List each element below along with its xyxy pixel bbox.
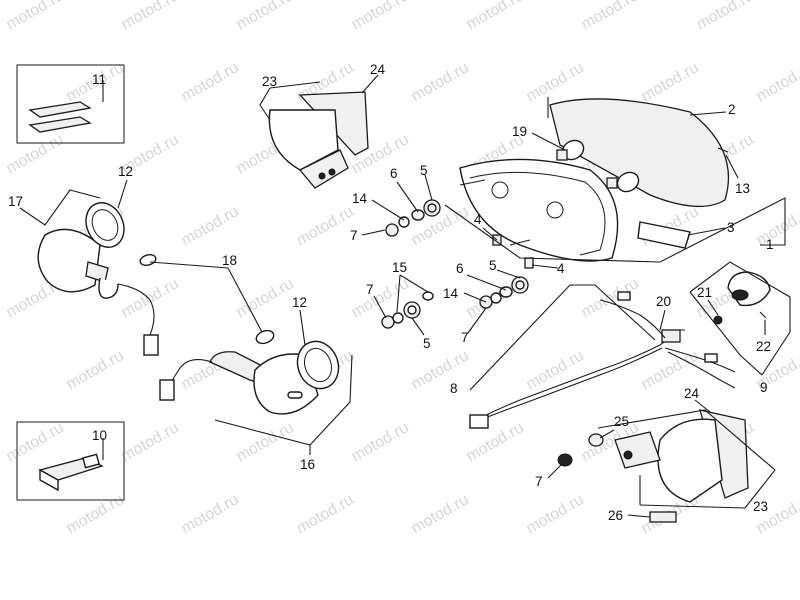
callout-9: 9 [760,380,768,395]
wiring-harness [469,291,736,429]
callout-numbers: 11 10 17 12 18 12 16 23 24 14 6 5 7 15 7… [8,62,774,523]
callout-12-lower: 12 [292,295,307,310]
indicator-rear-bottom [557,409,749,523]
callout-5-upper: 5 [420,163,428,178]
callout-18: 18 [222,253,237,268]
callout-17: 17 [8,194,23,209]
watermark-text: motod.ru [694,0,757,33]
fasteners-upper [385,199,441,237]
callout-13: 13 [735,181,750,196]
callout-20: 20 [656,294,671,309]
watermark-text: motod.ru [4,419,67,465]
callout-23-bottom: 23 [753,499,768,514]
callout-26: 26 [608,508,623,523]
fasteners-middle [381,291,434,329]
callout-11: 11 [92,72,106,87]
kit-box-10 [16,421,125,501]
callout-7-middle: 7 [366,282,374,297]
callout-5-middle: 5 [423,336,431,351]
callout-10: 10 [92,428,107,443]
watermark-text: motod.ru [234,419,297,465]
kit-box-11 [16,64,125,144]
callout-14-upper: 14 [352,191,368,206]
callout-25: 25 [614,414,629,429]
watermark-text: motod.ru [579,0,642,33]
watermark-text: motod.ru [179,491,242,537]
watermark-text: motod.ru [524,59,587,105]
watermark-text: motod.ru [4,0,67,33]
watermark-text: motod.ru [524,491,587,537]
callout-24-bottom: 24 [684,386,700,401]
watermark-text: motod.ru [119,0,182,33]
tail-light-assembly [459,98,729,269]
watermark-text: motod.ru [179,59,242,105]
watermark-text: motod.ru [234,275,297,321]
callout-19: 19 [512,124,527,139]
callout-2: 2 [728,102,736,117]
watermark-text: motod.ru [349,419,412,465]
leader-lines [19,74,791,518]
callout-14-right: 14 [443,286,459,301]
callout-15: 15 [392,260,407,275]
indicator-front-right [159,340,340,415]
watermark-text: motod.ru [349,0,412,33]
license-light [713,271,771,325]
callout-7-upper: 7 [350,228,358,243]
callout-6-upper: 6 [390,166,398,181]
watermark-text: motod.ru [409,491,472,537]
indicator-front-left [37,202,159,356]
callout-1: 1 [766,237,774,252]
watermark-text: motod.ru [4,131,67,177]
watermark-text: motod.ru [294,491,357,537]
watermark-text: motod.ru [409,59,472,105]
watermark-text: motod.ru [119,419,182,465]
watermark-text: motod.ru [294,203,357,249]
callout-7-right: 7 [461,330,469,345]
callout-8: 8 [450,381,458,396]
watermark-text: motod.ru [464,0,527,33]
watermark-text: motod.ru [639,59,702,105]
watermark-text: motod.ru [234,0,297,33]
bulb-18 [255,329,275,345]
callout-5-right: 5 [489,258,497,273]
callout-16: 16 [300,457,315,472]
callout-6-right: 6 [456,261,464,276]
watermark-text: motod.ru [64,491,127,537]
watermark-text: motod.ru [409,347,472,393]
callout-23-top: 23 [262,74,277,89]
callout-4-left: 4 [474,212,482,227]
indicator-rear-top [268,91,369,189]
callout-21: 21 [697,285,712,300]
callout-24-top: 24 [370,62,386,77]
callout-3: 3 [727,220,735,235]
watermark-text: motod.ru [179,203,242,249]
callout-22: 22 [756,339,771,354]
watermark-text: motod.ru [754,59,800,105]
watermark-text: motod.ru [64,347,127,393]
callout-4-right: 4 [557,261,565,276]
callout-12-top: 12 [118,164,133,179]
callout-7-lower: 7 [535,474,543,489]
watermark-text: motod.ru [119,275,182,321]
